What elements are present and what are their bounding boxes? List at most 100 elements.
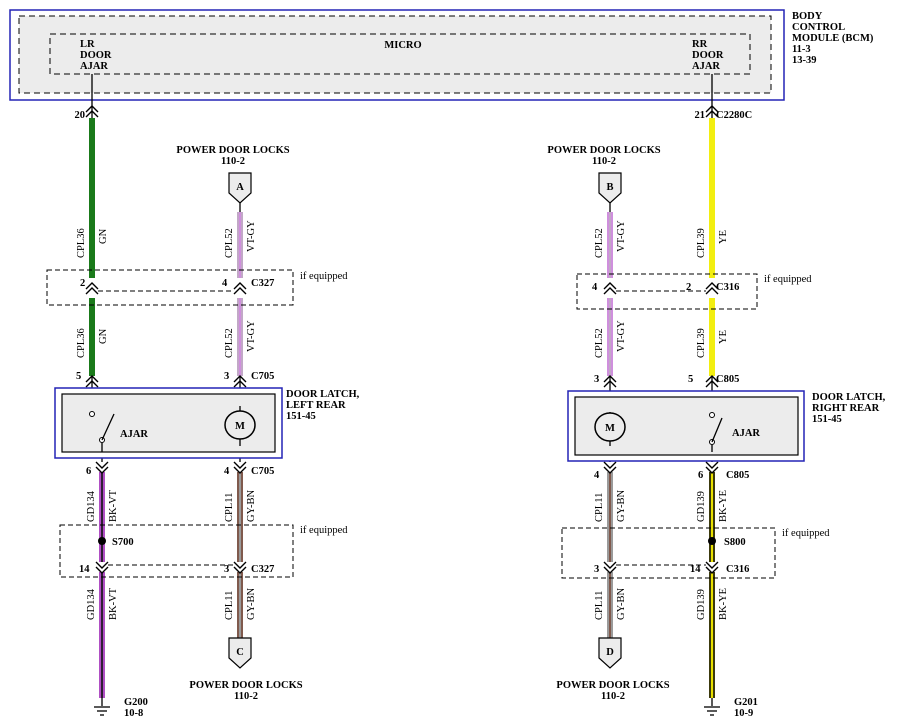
wire-cpl52-vtgy-upper-right <box>607 212 613 278</box>
c805-bottom-label: C805 <box>726 470 749 481</box>
label-gd139-lower: GD139 <box>696 589 707 620</box>
c705-pin-3: 3 <box>224 371 229 382</box>
wire-cpl11-gybn-upper-right <box>607 472 613 562</box>
label-vtgy-upper-right: VT-GY <box>616 220 627 252</box>
label-cpl11-lower-right: CPL11 <box>594 591 605 620</box>
label-bkye-upper: BK-YE <box>718 490 729 522</box>
micro-label: MICRO <box>384 40 421 51</box>
label-cpl36-lower: CPL36 <box>76 328 87 358</box>
connector-d-label: D <box>606 647 614 658</box>
latch-left-title-line2: LEFT REAR <box>286 400 346 411</box>
c327-upper-label: C327 <box>251 278 274 289</box>
connector-a-label: A <box>236 182 244 193</box>
wire-gd139-bkye-lower <box>709 572 715 698</box>
splice-s800 <box>708 537 716 545</box>
wire-gd139-bkye-upper <box>709 472 715 562</box>
wire-cpl39-ye-upper <box>709 118 715 278</box>
power-door-locks-b: POWER DOOR LOCKS 110-2 B <box>547 145 661 204</box>
c705-pin-6: 6 <box>86 466 91 477</box>
label-cpl11-upper-right: CPL11 <box>594 493 605 522</box>
latch-right-title-line1: DOOR LATCH, <box>812 392 886 403</box>
c316-pin-4: 4 <box>592 282 598 293</box>
c316-lower-label: C316 <box>726 564 749 575</box>
lr-door-ajar-line2: DOOR <box>80 50 112 61</box>
g200-ref: 10-8 <box>124 708 143 719</box>
label-gd139-upper: GD139 <box>696 491 707 522</box>
bcm-name-line2: CONTROL <box>792 22 845 33</box>
c805-top-label: C805 <box>716 374 739 385</box>
label-cpl11-lower-left: CPL11 <box>224 591 235 620</box>
c805-pin-5: 5 <box>688 374 693 385</box>
power-locks-b-ref: 110-2 <box>592 156 616 167</box>
latch-left-ref: 151-45 <box>286 411 316 422</box>
label-gd134-lower: GD134 <box>86 588 97 620</box>
bcm-ref-line1: 11-3 <box>792 44 811 55</box>
bcm-name-line1: BODY <box>792 11 823 22</box>
c316-lower-box <box>561 527 776 579</box>
label-gybn-upper-right: GY-BN <box>616 489 627 522</box>
c327-pin-2: 2 <box>80 278 85 289</box>
if-equipped-upper-left: if equipped <box>300 271 348 282</box>
bcm-pin-20: 20 <box>75 110 86 121</box>
label-gybn-upper-left: GY-BN <box>246 489 257 522</box>
c705-pin-5: 5 <box>76 371 81 382</box>
c705-top-label: C705 <box>251 371 274 382</box>
latch-right-ref: 151-45 <box>812 414 842 425</box>
door-latch-right-rear: M AJAR <box>567 390 805 462</box>
power-locks-b-title: POWER DOOR LOCKS <box>547 145 660 156</box>
latch-left-motor-label: M <box>235 421 245 432</box>
c327-lower-box <box>59 524 294 578</box>
c316-upper-label: C316 <box>716 282 739 293</box>
label-cpl39-upper: CPL39 <box>696 228 707 258</box>
connector-d-shape <box>598 637 622 669</box>
latch-right-title-line2: RIGHT REAR <box>812 403 880 414</box>
label-bkvt-upper: BK-VT <box>108 489 119 522</box>
lr-door-ajar-line3: AJAR <box>80 61 108 72</box>
c327-lower-label: C327 <box>251 564 274 575</box>
rr-door-ajar-line2: DOOR <box>692 50 724 61</box>
door-latch-left-rear: AJAR M <box>54 387 283 459</box>
wire-cpl52-vtgy-lower-right <box>607 298 613 376</box>
c805-pin-6: 6 <box>698 470 703 481</box>
label-cpl52-lower-right: CPL52 <box>594 328 605 358</box>
wire-cpl11-gybn-lower-right <box>607 572 613 638</box>
wire-cpl36-gn-lower <box>89 298 95 376</box>
connector-b-shape <box>598 172 622 204</box>
power-door-locks-d: D POWER DOOR LOCKS 110-2 <box>556 637 670 702</box>
power-locks-c-title: POWER DOOR LOCKS <box>189 680 302 691</box>
connector-b-label: B <box>606 182 613 193</box>
latch-right-ajar-label: AJAR <box>732 428 760 439</box>
power-door-locks-c: C POWER DOOR LOCKS 110-2 <box>189 637 303 702</box>
c316-pin-3: 3 <box>594 564 599 575</box>
wire-cpl39-ye-lower <box>709 298 715 376</box>
label-gybn-lower-right: GY-BN <box>616 587 627 620</box>
latch-right-motor-label: M <box>605 423 615 434</box>
label-gn-lower: GN <box>98 328 109 344</box>
label-ye-lower: YE <box>718 330 729 344</box>
c316-pin-2: 2 <box>686 282 691 293</box>
label-cpl36-upper: CPL36 <box>76 228 87 258</box>
ajar-switch-right <box>711 417 723 443</box>
wire-cpl36-gn-upper <box>89 118 95 278</box>
connector-a-shape <box>228 172 252 204</box>
c705-pin-4: 4 <box>224 466 230 477</box>
wire-cpl52-vtgy-upper-left <box>237 212 243 278</box>
splice-s700 <box>98 537 106 545</box>
power-door-locks-a: POWER DOOR LOCKS 110-2 A <box>176 145 290 204</box>
latch-left-title-line1: DOOR LATCH, <box>286 389 360 400</box>
s700-label: S700 <box>112 537 134 548</box>
c316-upper-box <box>576 273 758 310</box>
rr-door-ajar-line3: AJAR <box>692 61 720 72</box>
label-cpl11-upper-left: CPL11 <box>224 493 235 522</box>
bcm-name-label: BODY CONTROL MODULE (BCM) 11-3 13-39 <box>792 11 874 66</box>
c327-upper-box <box>46 269 294 306</box>
wire-gd134-bkvt-lower <box>99 572 105 698</box>
label-ye-upper: YE <box>718 230 729 244</box>
micro-box <box>49 33 751 75</box>
wire-cpl11-gybn-lower-left <box>237 572 243 638</box>
label-gn-upper: GN <box>98 228 109 244</box>
c705-bottom-label: C705 <box>251 466 274 477</box>
ajar-switch-left <box>101 413 115 441</box>
